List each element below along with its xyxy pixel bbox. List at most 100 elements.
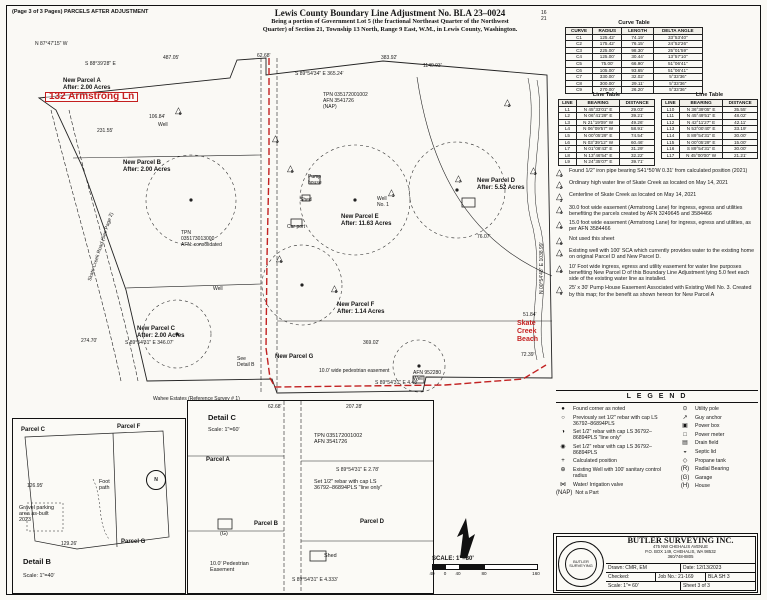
line-table-1-cell: L5 bbox=[558, 131, 577, 140]
scale-tick-label: 40 bbox=[455, 571, 461, 576]
legend-item: +Calculated position bbox=[556, 458, 674, 464]
note-triangle-marker: △9 bbox=[556, 285, 566, 296]
legend-item: (H)House bbox=[678, 483, 756, 489]
map-label: 62.68' bbox=[257, 53, 271, 59]
map-label: Pump house bbox=[308, 174, 322, 187]
note-triangle-marker: △1 bbox=[556, 168, 566, 179]
legend-item: ◒Septic lid bbox=[678, 449, 756, 455]
triangle-number: 4 bbox=[559, 209, 563, 215]
detail-b-linework bbox=[24, 430, 170, 550]
triangle-number: 3 bbox=[533, 171, 537, 177]
triangle-icon: △ bbox=[175, 105, 182, 115]
curve-table-cell: 51°06'41" bbox=[652, 66, 704, 75]
legend-item-label: Utility pole bbox=[695, 406, 719, 412]
detail-b-label: Parcel G bbox=[121, 539, 146, 545]
legend-item: ▤Drain field bbox=[678, 440, 756, 446]
line-table-2-cell: 33.19' bbox=[722, 125, 758, 133]
map-label: Shed bbox=[300, 197, 312, 203]
triangle-number: 9 bbox=[290, 169, 294, 175]
detail-c-label: S 89°54'31" E 2.78' bbox=[336, 467, 379, 473]
line-table-1-cell: L1 bbox=[558, 105, 577, 114]
legend-item: ◉Set 1/2" rebar with cap LS 36792–86894P… bbox=[556, 444, 674, 456]
line-table-2-cell: 15.00' bbox=[722, 138, 758, 147]
note-triangle-marker: △9 bbox=[287, 164, 297, 175]
legend-symbol-icon: ▤ bbox=[682, 440, 688, 447]
map-label: 132 Armstrong Ln bbox=[45, 91, 139, 103]
curve-table-cell: 330.00' bbox=[592, 73, 623, 81]
triangle-number: 6 bbox=[178, 111, 182, 117]
title-block-content: BUTLER SURVEYING INC. 475 NW CHEHALIS AV… bbox=[606, 536, 755, 590]
line-table-2-cell: L15 bbox=[661, 138, 680, 147]
sheet-title: Lewis County Boundary Line Adjustment No… bbox=[274, 8, 506, 18]
curve-table-cell: 225.00' bbox=[592, 46, 623, 55]
survey-note-text: Not used this sheet bbox=[569, 235, 615, 242]
scale-bar-label: SCALE: 1"=80' bbox=[432, 556, 474, 562]
triangle-number: 6 bbox=[559, 240, 563, 246]
scale-bar-segment bbox=[485, 565, 537, 569]
line-table-1-cell: N 24°35'07" E bbox=[575, 158, 621, 166]
map-label: 369.02' bbox=[363, 340, 380, 346]
note-triangle-marker: △6 bbox=[175, 105, 185, 117]
legend-item: ⊕Existing Well with 100' sanitary contro… bbox=[556, 467, 674, 479]
line-table-1-cell: 32.22' bbox=[619, 151, 655, 160]
line-table-1-cell: 31.29' bbox=[619, 145, 655, 153]
legend-symbol-icon: ○ bbox=[561, 414, 565, 421]
triangle-icon: △ bbox=[388, 187, 395, 197]
line-table-2-cell: S 89°54'31" E bbox=[678, 131, 724, 140]
company-name: BUTLER SURVEYING INC. bbox=[627, 536, 734, 545]
map-label: 1140.93' bbox=[423, 63, 442, 69]
date-field: Date: 12/13/2023 bbox=[683, 565, 722, 571]
map-label: New Parcel D After: 5.52 Acres bbox=[477, 178, 525, 192]
legend-item-label: Septic lid bbox=[695, 448, 717, 455]
legend-item-label: Not a Part bbox=[575, 490, 599, 497]
detail-c-label: TPN 035172001002 AFN 3541726 bbox=[314, 433, 363, 446]
sheet-subtitle-1: Being a portion of Government Lot 5 (the… bbox=[271, 18, 509, 25]
curve-table-cell: 105.00' bbox=[592, 66, 623, 75]
survey-note-text: 25' x 30' Pump House Easement Associated… bbox=[569, 285, 752, 298]
line-table-1-cell: L6 bbox=[558, 138, 577, 147]
legend-symbol-icon: □ bbox=[683, 431, 687, 438]
line-table-2-cell: N 45°49'51" E bbox=[678, 112, 724, 120]
curve-table-cell: C8 bbox=[564, 79, 594, 88]
line-table-2-cell: 42.11' bbox=[722, 118, 758, 127]
line-table-1-cell: L4 bbox=[558, 125, 577, 133]
triangle-number: 7 bbox=[458, 179, 462, 185]
map-label: S 89°54'34" E 365.24' bbox=[295, 71, 344, 77]
triangle-icon: △ bbox=[556, 191, 563, 202]
legend-item: ●Found corner as noted bbox=[556, 406, 674, 412]
scale-tick-label: 160 bbox=[532, 571, 540, 576]
map-label: Well bbox=[213, 286, 223, 292]
title-block: BUTLER SURVEYING BUTLER SURVEYING INC. 4… bbox=[553, 533, 758, 593]
legend-item: ↗Guy anchor bbox=[678, 415, 756, 421]
line-table-1-cell: N 00°05'29" E bbox=[575, 131, 621, 140]
note-triangle-marker: △7 bbox=[556, 247, 566, 258]
curve-table-cell: 13°57'10" bbox=[652, 53, 704, 61]
map-label: New Parcel C After: 2.00 Acres bbox=[137, 326, 185, 340]
line-table-2-cell: 21.21' bbox=[722, 151, 758, 160]
triangle-icon: △ bbox=[556, 262, 563, 273]
line-table-1-title: Line Table bbox=[592, 92, 621, 98]
detail-c-label: S 89°54'31" E 4.333' bbox=[292, 577, 338, 583]
note-triangle-marker: △2 bbox=[556, 180, 566, 191]
triangle-number: 4 bbox=[275, 139, 279, 145]
scale-bar-segment bbox=[446, 565, 459, 569]
line-table-1-cell: N 13°46'54" E bbox=[575, 151, 621, 160]
curve-table-cell: C5 bbox=[564, 59, 594, 68]
curve-table-cell: C2 bbox=[564, 40, 594, 48]
line-table-2-cell: N 45°00'00" W bbox=[678, 151, 724, 160]
curve-table-cell: 270.00' bbox=[592, 86, 623, 94]
